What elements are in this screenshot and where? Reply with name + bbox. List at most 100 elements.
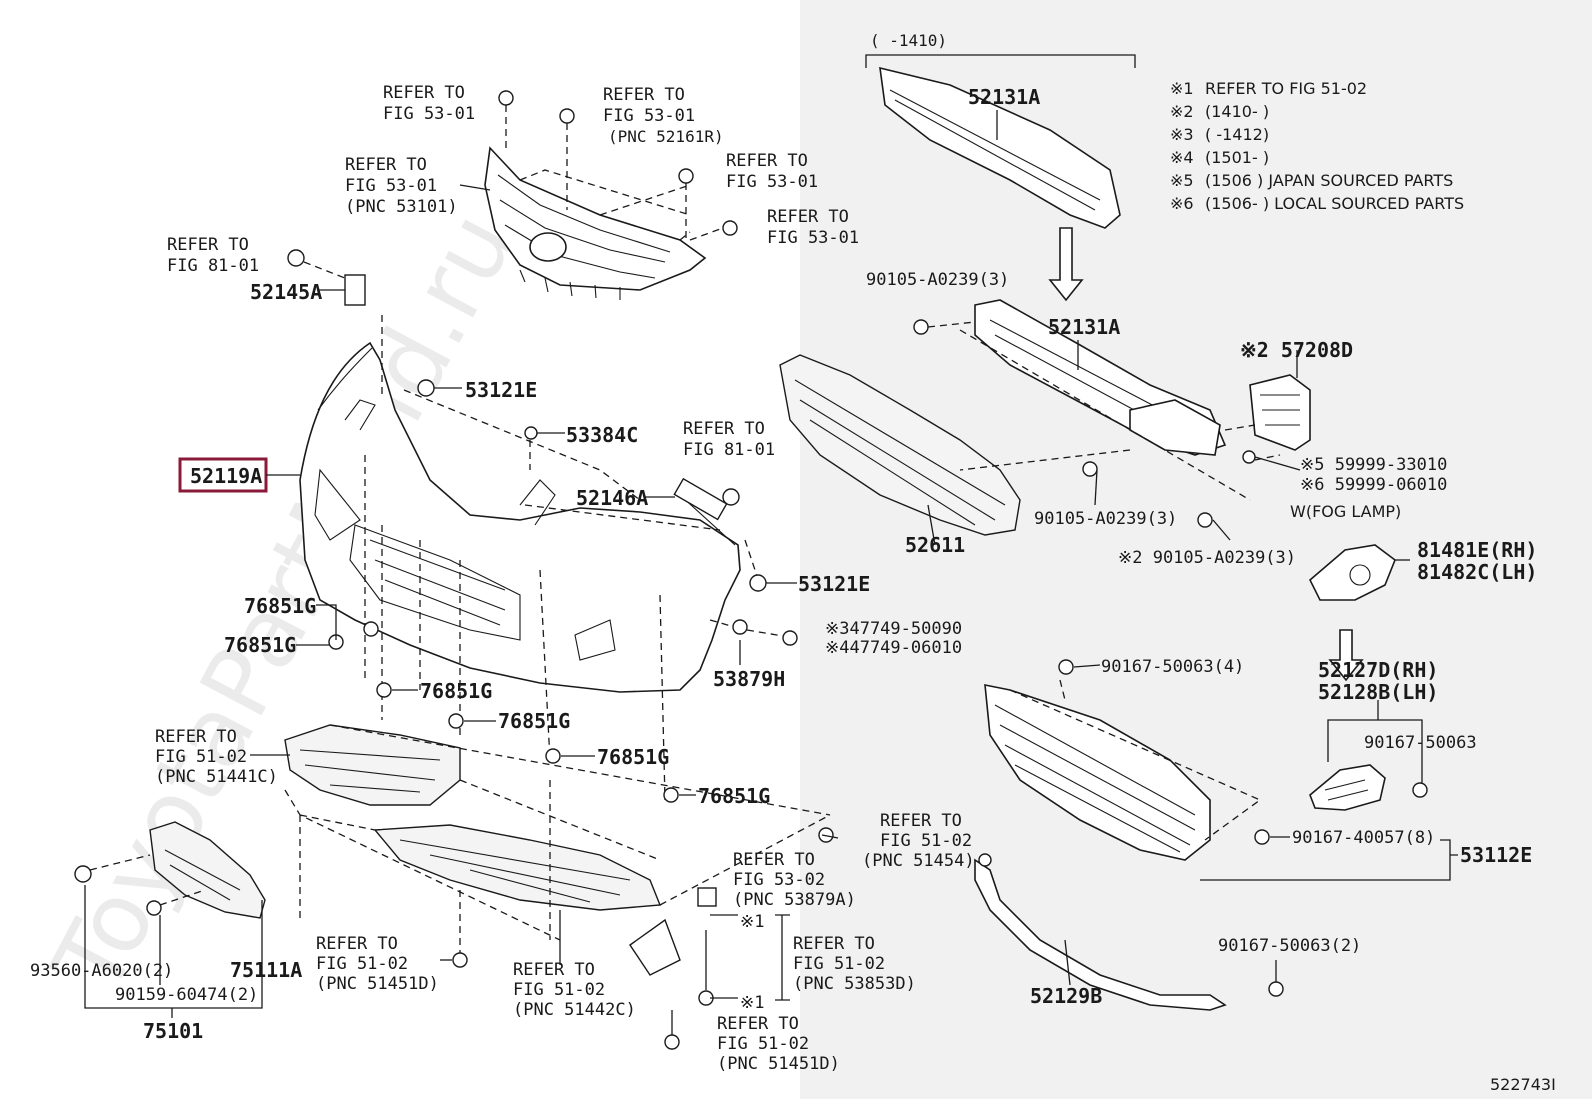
refer-label: FIG 51-02 (513, 980, 605, 1000)
part-label-highlighted: 52119A (190, 464, 262, 488)
range-bracket (865, 54, 1136, 68)
footnote-text: (1501- ) (1205, 148, 1269, 167)
fog-bracket (1327, 719, 1423, 790)
part-label: ※5 59999-33010 (1300, 455, 1447, 475)
footnote-mark: ※2 (1170, 102, 1194, 121)
part-label: 76851G (244, 594, 316, 618)
refer-label: REFER TO (880, 811, 962, 831)
part-label: 76851G (224, 633, 296, 657)
part-label: 90167-40057(8) (1292, 828, 1435, 848)
refer-label: (PNC 53101) (345, 197, 458, 217)
part-label: 75111A (230, 958, 302, 982)
refer-label: FIG 53-01 (767, 228, 859, 248)
refer-label: (PNC 51451D) (717, 1054, 840, 1074)
refer-label: FIG 53-01 (726, 172, 818, 192)
part-label: ※2 90105-A0239(3) (1118, 548, 1296, 568)
refer-label: FIG 81-01 (683, 440, 775, 460)
right-panel-background (800, 0, 1592, 1099)
refer-label: FIG 51-02 (880, 831, 972, 851)
refer-label: FIG 51-02 (316, 954, 408, 974)
footnote-text: ( -1412) (1205, 125, 1269, 144)
part-label: ※2 57208D (1240, 338, 1353, 362)
refer-label: (PNC 51451D) (316, 974, 439, 994)
refer-label: REFER TO (345, 155, 427, 175)
footnote-mark: ※1 (740, 993, 764, 1013)
part-label: 76851G (420, 679, 492, 703)
refer-label: REFER TO (793, 934, 875, 954)
footnote-text: (1506 ) JAPAN SOURCED PARTS (1205, 171, 1453, 190)
footnote-mark: ※1 (1170, 79, 1194, 98)
refer-label: REFER TO (513, 960, 595, 980)
footnote-text: (1410- ) (1205, 102, 1269, 121)
part-label: 90159-60474(2) (115, 985, 258, 1005)
footnote-text: (1506- ) LOCAL SOURCED PARTS (1205, 194, 1464, 213)
fog-lamp-cover (1309, 544, 1396, 811)
lower-grille (984, 684, 1211, 861)
refer-label: (PNC 53879A) (733, 890, 856, 910)
part-label: 53121E (465, 378, 537, 402)
range-label: ( -1410) (870, 31, 947, 50)
reinforcement-top (879, 66, 1121, 229)
refer-label: REFER TO (383, 83, 465, 103)
refer-label: FIG 81-01 (167, 256, 259, 276)
part-label: ※347749-50090 (825, 619, 962, 639)
bumper-cover (299, 341, 741, 693)
footnote-mark: ※5 (1170, 171, 1194, 190)
arrow-down (1048, 227, 1084, 302)
upper-grille (484, 146, 707, 300)
part-label: 52129B (1030, 984, 1102, 1008)
part-label: 52145A (250, 280, 322, 304)
refer-label: FIG 51-02 (155, 747, 247, 767)
refer-label: (PNC 51454) (862, 851, 975, 871)
part-label: 53384C (566, 423, 638, 447)
part-label: 76851G (698, 784, 770, 808)
part-label: 90167-50063(2) (1218, 936, 1361, 956)
part-label: 81482C(LH) (1417, 560, 1537, 584)
part-label: 53112E (1460, 843, 1532, 867)
refer-label: REFER TO (316, 934, 398, 954)
refer-label: FIG 53-01 (383, 104, 475, 124)
refer-label: REFER TO (603, 85, 685, 105)
part-label: 90105-A0239(3) (1034, 509, 1177, 529)
part-label: 52128B(LH) (1318, 680, 1438, 704)
refer-label: REFER TO (167, 235, 249, 255)
refer-label: (PNC 52161R) (608, 127, 724, 146)
under-cover-left (284, 724, 461, 806)
part-label: 75101 (143, 1019, 203, 1043)
refer-label: (PNC 53853D) (793, 974, 916, 994)
refer-label: REFER TO (733, 850, 815, 870)
footnote-mark: ※1 (740, 912, 764, 932)
part-label: 53879H (713, 667, 785, 691)
leader-lines (84, 110, 1458, 1035)
refer-label: FIG 53-01 (603, 106, 695, 126)
part-label: 53121E (798, 572, 870, 596)
refer-label: FIG 53-01 (345, 176, 437, 196)
part-label: 52131A (1048, 315, 1120, 339)
refer-label: REFER TO (726, 151, 808, 171)
refer-label: REFER TO (717, 1014, 799, 1034)
part-label: 52127D(RH) (1318, 658, 1438, 682)
lower-molding (974, 858, 1227, 1011)
under-cover-center (373, 824, 662, 911)
part-label: 90167-50063 (1364, 733, 1477, 753)
arrow-down-fog (1328, 629, 1364, 682)
part-label: 52611 (905, 533, 965, 557)
refer-label: (PNC 51441C) (155, 767, 278, 787)
part-label: 90167-50063(4) (1101, 657, 1244, 677)
footnote-text: REFER TO FIG 51-02 (1205, 79, 1367, 98)
diagram-id: 522743I (1490, 1075, 1556, 1094)
refer-label: REFER TO (767, 207, 849, 227)
fog-lamp-note: W(FOG LAMP) (1290, 502, 1401, 521)
absorber-52611 (779, 354, 1021, 536)
part-label: 81481E(RH) (1417, 538, 1537, 562)
refer-label: FIG 51-02 (717, 1034, 809, 1054)
bracket-57208D (1249, 374, 1311, 451)
part-label: 93560-A6020(2) (30, 961, 173, 981)
part-label: ※447749-06010 (825, 638, 962, 658)
labels: REFER TO FIG 53-01 REFER TO FIG 53-01 (P… (30, 31, 1556, 1094)
fasteners (74, 90, 1428, 1050)
refer-label: (PNC 51442C) (513, 1000, 636, 1020)
refer-label: FIG 53-02 (733, 870, 825, 890)
